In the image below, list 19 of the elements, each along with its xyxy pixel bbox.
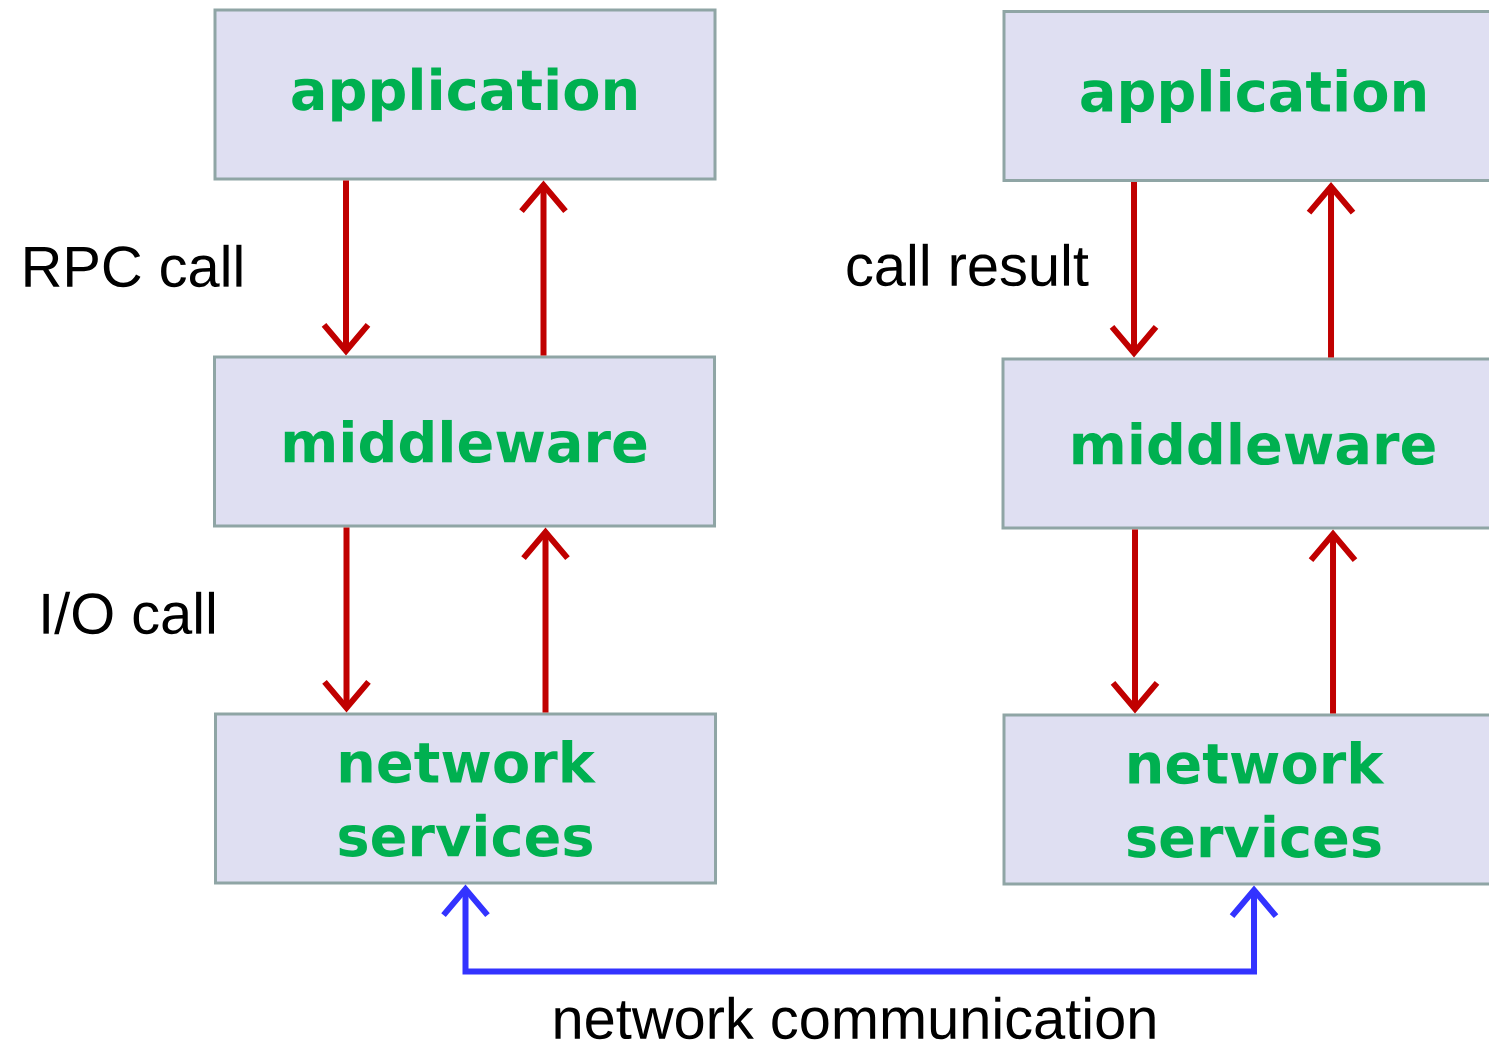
layer-box: network services — [214, 712, 717, 885]
layer-box: middleware — [1001, 357, 1489, 530]
arrow — [521, 527, 570, 713]
layer-box: network services — [1002, 713, 1489, 886]
arrow — [1110, 529, 1160, 714]
edge-label: network communication — [555, 996, 1155, 1040]
arrow — [1306, 182, 1356, 358]
edge-label: call result — [847, 243, 1089, 287]
arrow — [1308, 529, 1358, 714]
arrow — [441, 884, 1279, 975]
edge-label: I/O call — [43, 591, 214, 635]
layer-box: middleware — [213, 355, 716, 528]
arrow — [1109, 182, 1159, 358]
arrow — [321, 180, 371, 356]
layer-box: application — [1002, 10, 1489, 182]
layer-box: application — [213, 8, 717, 181]
arrow — [322, 527, 371, 713]
arrow — [519, 180, 568, 356]
edge-label: RPC call — [25, 244, 242, 288]
